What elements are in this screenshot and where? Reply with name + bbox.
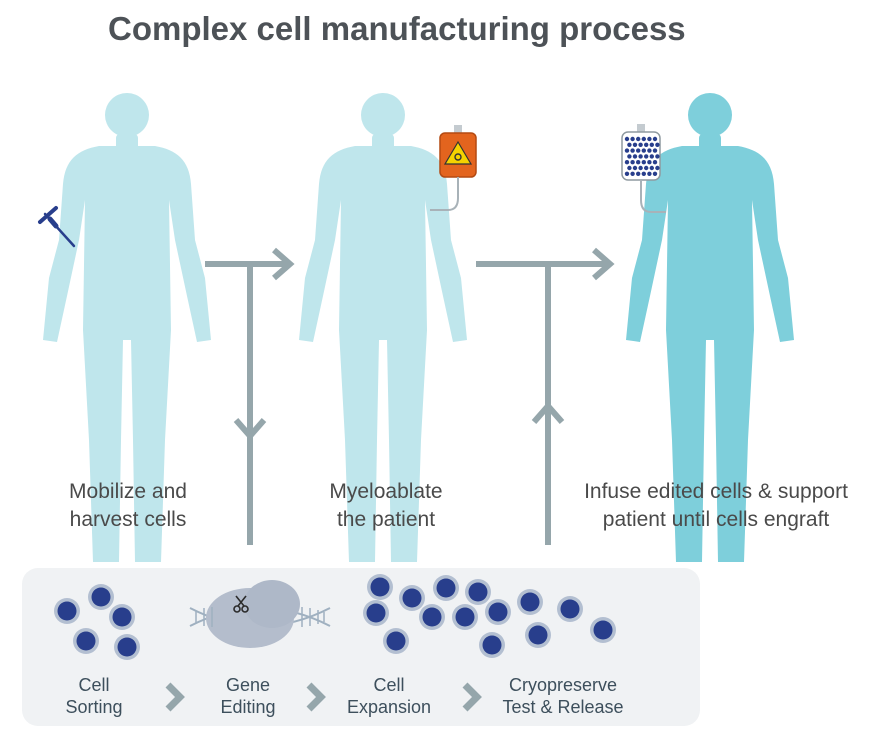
process-step-line: Test & Release — [502, 697, 624, 717]
stage-caption-3: Infuse edited cells & support patient un… — [560, 478, 872, 534]
stage-caption-line: patient until cells engraft — [602, 508, 830, 531]
chevron-right-icon — [462, 682, 482, 712]
arrow-connector-2 — [476, 247, 615, 545]
process-step-4: Cryopreserve Test & Release — [493, 674, 633, 718]
scissors-icon — [233, 595, 249, 613]
stage-caption-line: Myeloablate — [329, 480, 443, 503]
arrow-connector-1 — [205, 247, 295, 545]
process-step-1: Cell Sorting — [44, 674, 144, 718]
biohazard-bag-icon — [430, 125, 477, 211]
stage-caption-line: the patient — [336, 508, 436, 531]
process-step-line: Cell — [373, 675, 405, 695]
process-step-line: Cell — [78, 675, 110, 695]
needle-icon — [38, 206, 76, 248]
process-step-line: Editing — [220, 697, 276, 717]
cell-bag-icon — [621, 124, 666, 213]
process-step-line: Gene — [225, 675, 271, 695]
process-step-3: Cell Expansion — [334, 674, 444, 718]
stage-caption-line: Mobilize and — [69, 480, 187, 503]
stage-caption-line: Infuse edited cells & support — [584, 480, 848, 503]
process-step-line: Expansion — [346, 697, 432, 717]
page-title: Complex cell manufacturing process — [108, 10, 686, 47]
process-step-2: Gene Editing — [198, 674, 298, 718]
stage-caption-line: harvest cells — [69, 508, 187, 531]
chevron-right-icon — [165, 682, 185, 712]
stage-caption-2: Myeloablate the patient — [296, 478, 476, 534]
process-step-line: Cryopreserve — [508, 675, 618, 695]
chevron-right-icon — [306, 682, 326, 712]
dna-icon — [189, 580, 331, 648]
stage-caption-1: Mobilize and harvest cells — [38, 478, 218, 534]
process-step-line: Sorting — [65, 697, 123, 717]
